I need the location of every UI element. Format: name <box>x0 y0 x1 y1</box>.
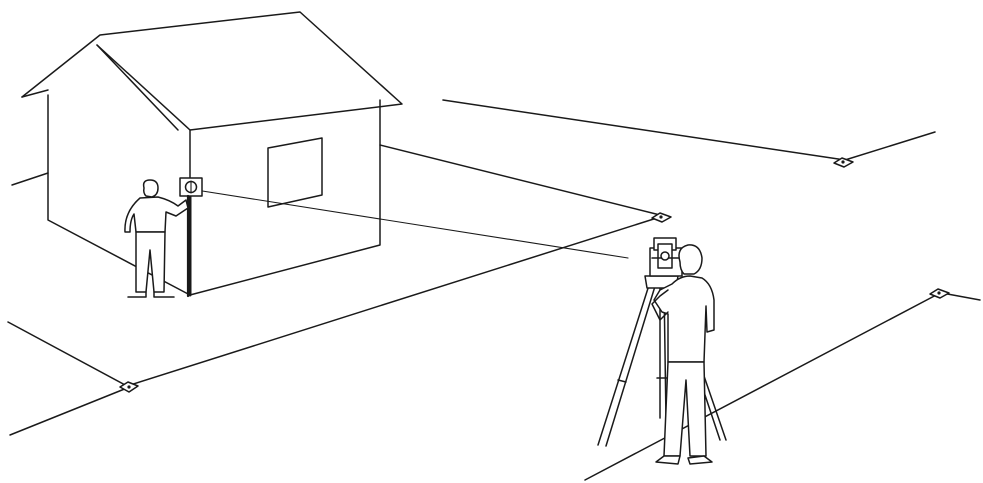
sight-lines <box>196 190 628 258</box>
corner-markers <box>120 158 949 392</box>
window <box>268 138 322 207</box>
house <box>22 12 402 295</box>
rod-holder-person <box>125 180 188 297</box>
total-station <box>650 238 682 276</box>
